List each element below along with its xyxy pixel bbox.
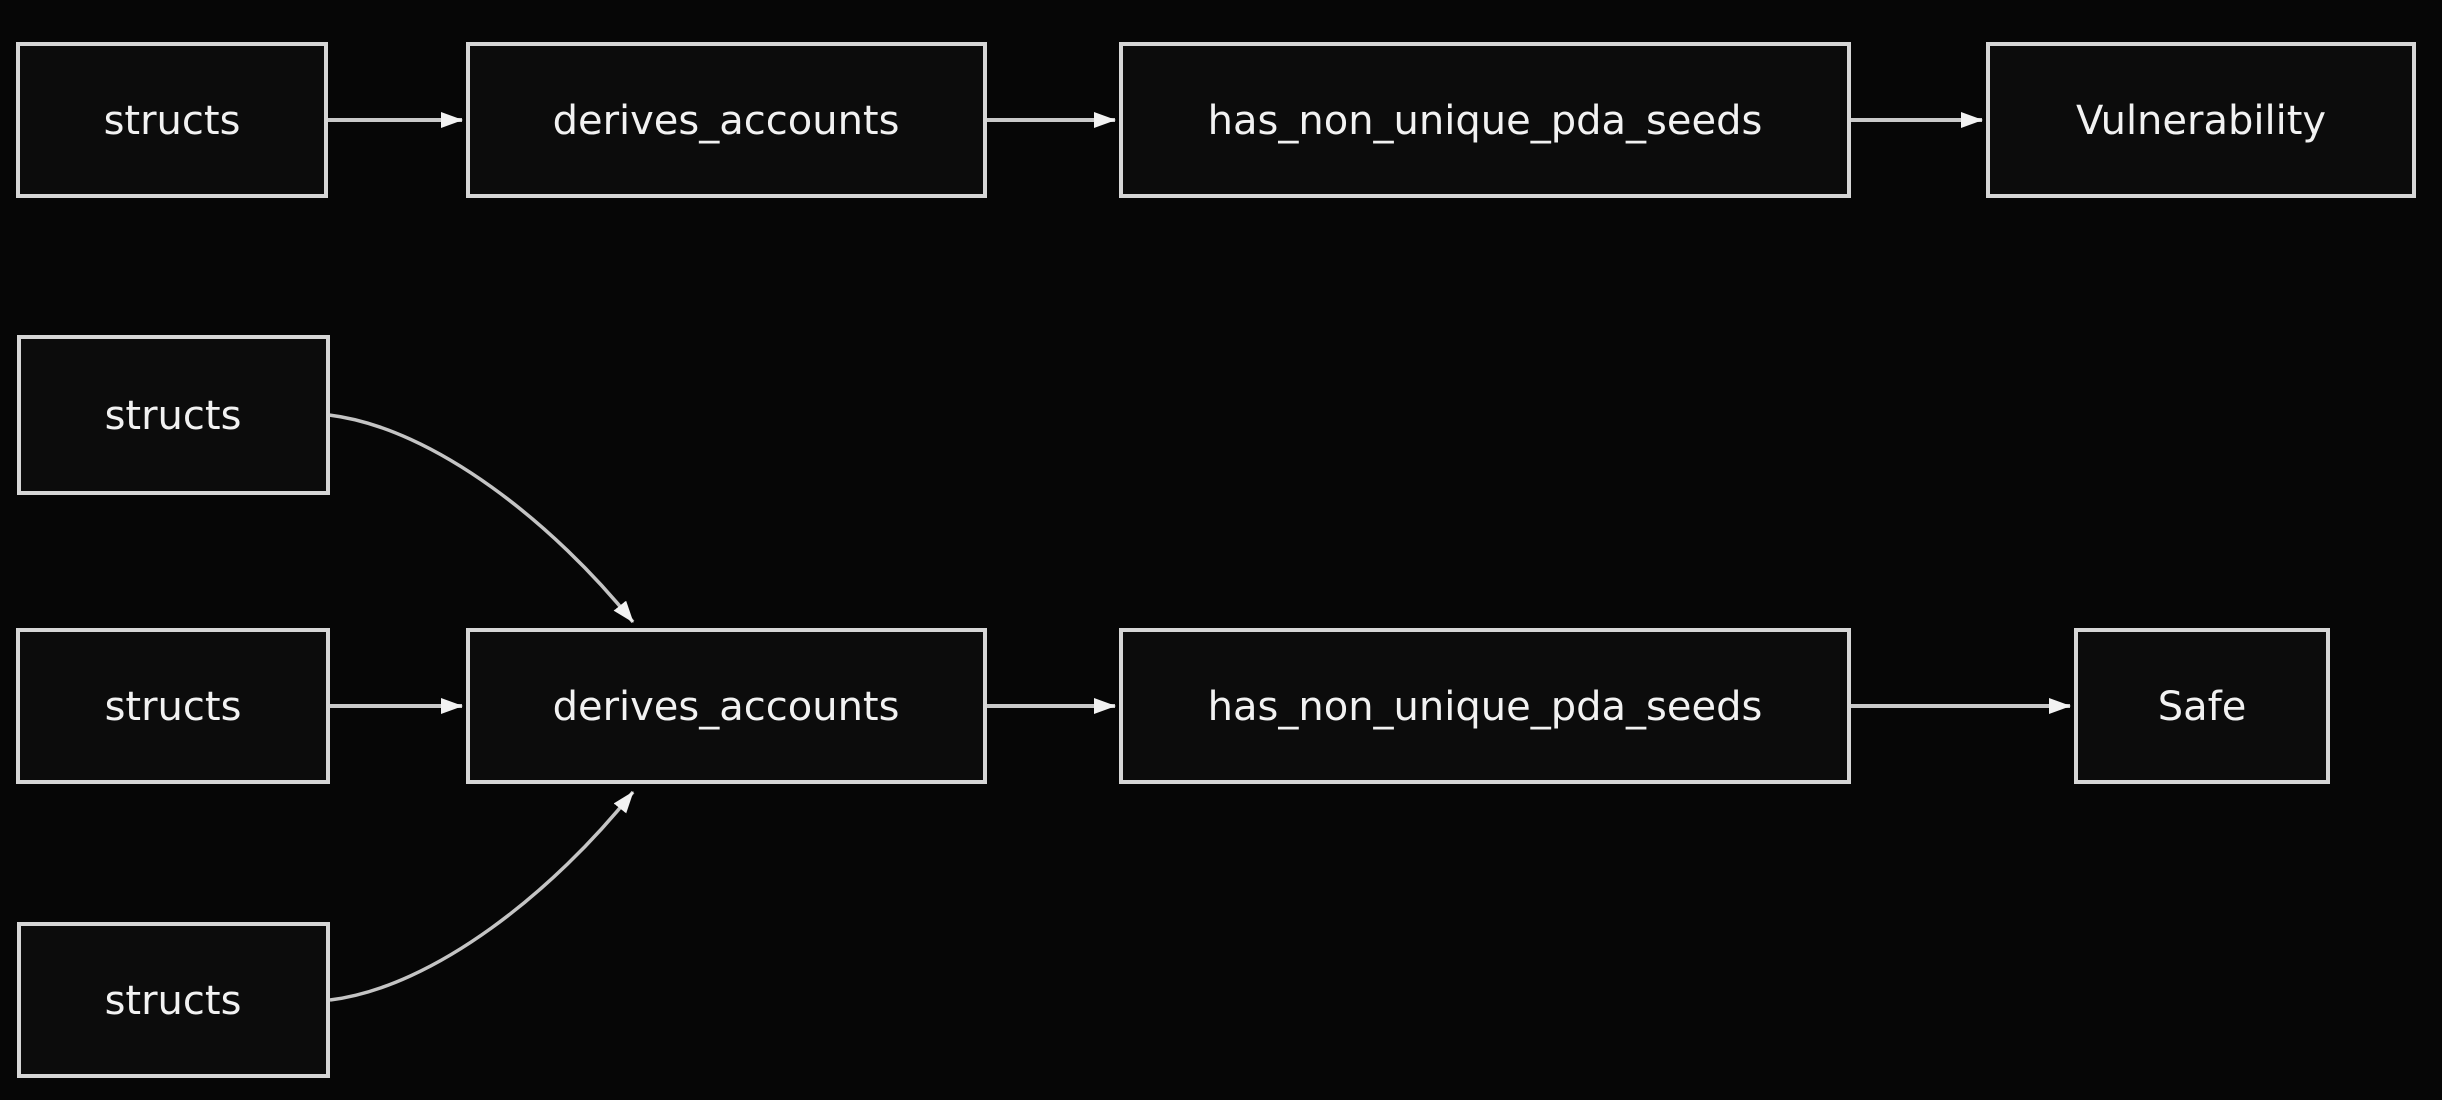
node-label: derives_accounts: [553, 98, 900, 144]
node-label: derives_accounts: [553, 684, 900, 730]
node-label: structs: [105, 684, 242, 730]
node-label: has_non_unique_pda_seeds: [1208, 98, 1763, 144]
node-flow2-structs-mid: structs: [16, 628, 330, 784]
node-label: Vulnerability: [2076, 98, 2326, 144]
node-safe: Safe: [2074, 628, 2330, 784]
node-flow1-has-non-unique-pda-seeds: has_non_unique_pda_seeds: [1119, 42, 1851, 198]
node-label: structs: [104, 98, 241, 144]
node-label: structs: [105, 978, 242, 1024]
edge-group: [326, 112, 2071, 1002]
node-flow1-derives-accounts: derives_accounts: [466, 42, 987, 198]
node-label: has_non_unique_pda_seeds: [1208, 684, 1763, 730]
node-flow2-structs-top: structs: [17, 335, 330, 495]
node-flow2-derives-accounts: derives_accounts: [466, 628, 987, 784]
edge-structs-top-to-derives-accounts-2: [328, 413, 635, 624]
node-label: structs: [105, 393, 242, 439]
node-flow1-structs: structs: [16, 42, 328, 198]
node-label: Safe: [2158, 684, 2247, 730]
node-flow2-has-non-unique-pda-seeds: has_non_unique_pda_seeds: [1119, 628, 1851, 784]
node-flow2-structs-bottom: structs: [17, 922, 330, 1078]
node-vulnerability: Vulnerability: [1986, 42, 2416, 198]
edge-structs-bottom-to-derives-accounts-2: [329, 790, 635, 1002]
